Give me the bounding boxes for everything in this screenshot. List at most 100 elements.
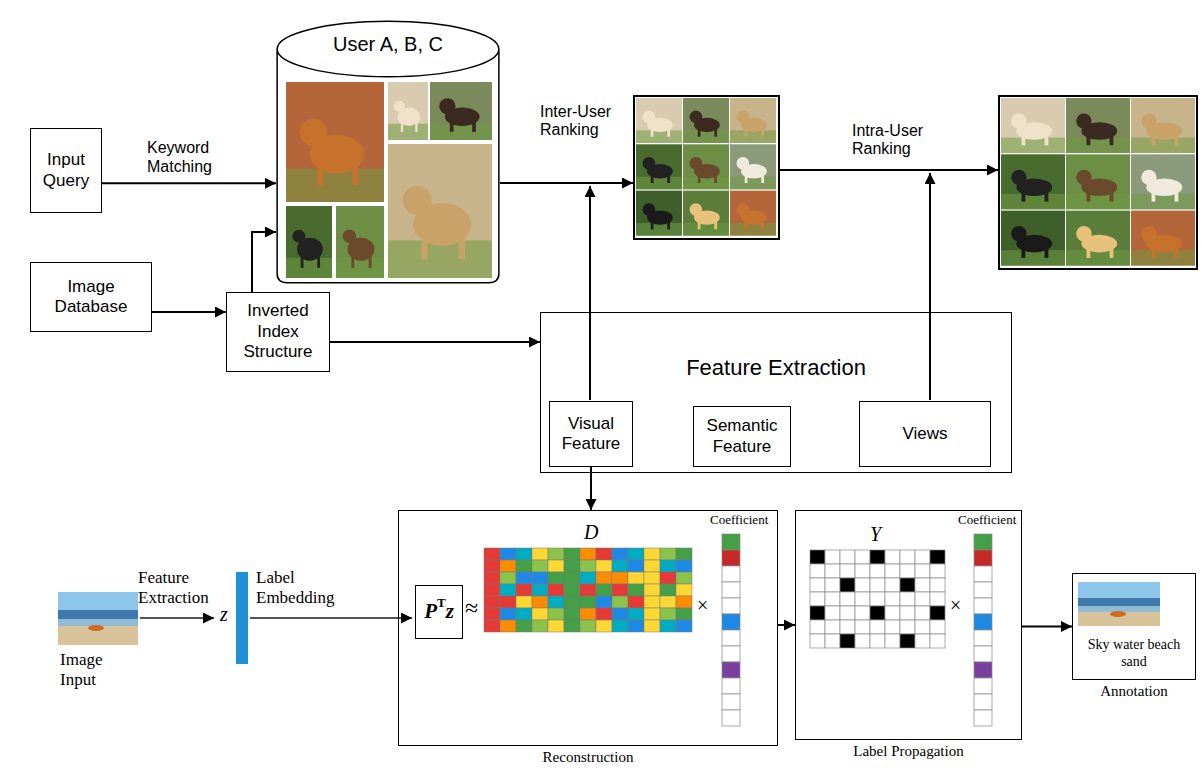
coefficient-cell: [974, 710, 992, 726]
coefficient-cell: [722, 614, 740, 630]
photo-tile: [430, 82, 492, 140]
math-symbol: T: [437, 595, 446, 611]
dog-head: [690, 157, 703, 170]
coefficient-cell: [974, 678, 992, 694]
label-matrix-cell: [915, 620, 930, 634]
diagram-label: Image Input: [60, 650, 122, 689]
label-matrix-cell: [900, 606, 915, 620]
photo-grass: [1066, 250, 1130, 265]
label-matrix-cell: [930, 620, 945, 634]
dog-leg: [472, 120, 476, 132]
label-matrix-cell: [900, 564, 915, 578]
dictionary-cell: [516, 572, 532, 584]
label-matrix-cell: [855, 578, 870, 592]
coefficient-cell: [722, 582, 740, 598]
diagram-label: ×: [950, 594, 961, 617]
dog-leg: [317, 161, 323, 185]
label-matrix-cell: [810, 606, 825, 620]
reconstruction-panel: ReconstructionPTz: [398, 510, 778, 746]
label-matrix-cell: [915, 564, 930, 578]
dog-head: [292, 230, 305, 243]
label-matrix-cell: [855, 592, 870, 606]
dog-leg: [1021, 134, 1025, 145]
dictionary-cell: [644, 596, 660, 608]
dictionary-cell: [628, 608, 644, 620]
label-matrix-cell: [825, 620, 840, 634]
dog-leg: [1151, 247, 1155, 258]
dictionary-cell: [516, 608, 532, 620]
photo-grass: [430, 124, 492, 140]
dictionary-cell: [596, 560, 612, 572]
diagram-label: Coefficient: [710, 513, 768, 528]
coefficient-cell: [974, 550, 992, 566]
user-database-cylinder: User A, B, C: [276, 20, 500, 284]
label-matrix-cell: [885, 578, 900, 592]
label-matrix-cell: [855, 550, 870, 564]
dog-leg: [761, 128, 764, 137]
dictionary-cell: [628, 584, 644, 596]
dictionary-cell: [612, 560, 628, 572]
dog-head: [643, 111, 656, 124]
dog-head: [737, 111, 750, 124]
diagram-label: Label Embedding: [256, 568, 348, 607]
photo-tile: [683, 191, 729, 236]
dictionary-cell: [548, 584, 564, 596]
coefficient-cell: [974, 582, 992, 598]
label-matrix-cell: [810, 550, 825, 564]
dog-head: [690, 111, 703, 124]
photo-tile: [683, 98, 729, 143]
dictionary-cell: [660, 560, 676, 572]
coefficient-cell: [722, 550, 740, 566]
label-matrix-cell: [825, 606, 840, 620]
dictionary-cell: [516, 596, 532, 608]
dictionary-cell: [500, 548, 516, 560]
dog-leg: [667, 220, 670, 229]
dog-leg: [1110, 191, 1114, 202]
diagram-label: Intra-User Ranking: [852, 122, 936, 159]
dictionary-cell: [484, 608, 500, 620]
dictionary-cell: [628, 596, 644, 608]
node-text: Sky water beach sand: [1077, 637, 1191, 671]
photo-figure: [88, 625, 104, 631]
diagram-label: ×: [697, 594, 708, 617]
dictionary-cell: [548, 560, 564, 572]
dog-head: [343, 230, 356, 243]
photo-tile: [1066, 98, 1130, 153]
node-text: Inverted Index Structure: [231, 301, 325, 362]
label-matrix-cell: [900, 592, 915, 606]
feature-extraction-panel: Feature ExtractionVisual FeatureSemantic…: [540, 312, 1012, 473]
dictionary-cell: [612, 608, 628, 620]
dictionary-cell: [660, 620, 676, 632]
dictionary-cell: [564, 560, 580, 572]
dictionary-cell: [500, 608, 516, 620]
label-matrix-cell: [810, 620, 825, 634]
dog-head: [1076, 226, 1091, 241]
label-matrix-cell: [900, 634, 915, 648]
coefficient-cell: [722, 566, 740, 582]
photo-figure: [1110, 611, 1126, 617]
dictionary-cell: [660, 608, 676, 620]
label-matrix-cell: [840, 564, 855, 578]
cylinder-path: [277, 21, 499, 282]
dictionary-cell: [532, 596, 548, 608]
dog-leg: [651, 174, 654, 183]
dictionary-cell: [580, 572, 596, 584]
dictionary-cell: [532, 584, 548, 596]
dog-leg: [1175, 191, 1179, 202]
node-text: User A, B, C: [333, 32, 443, 56]
dog-leg: [1151, 134, 1155, 145]
label-matrix-cell: [885, 550, 900, 564]
label-matrix-cell: [840, 550, 855, 564]
dog-leg: [698, 128, 701, 137]
label-matrix-cell: [855, 634, 870, 648]
dog-leg: [651, 128, 654, 137]
label-matrix-cell: [825, 550, 840, 564]
node-text: Views: [902, 424, 947, 444]
projection-box: PTz: [415, 585, 463, 639]
photo-tile: [1131, 211, 1195, 266]
coefficient-cell: [722, 646, 740, 662]
dictionary-cell: [484, 620, 500, 632]
photo-sky: [1078, 582, 1160, 598]
dictionary-cell: [628, 620, 644, 632]
diagram-label: Inter-User Ranking: [540, 103, 624, 140]
